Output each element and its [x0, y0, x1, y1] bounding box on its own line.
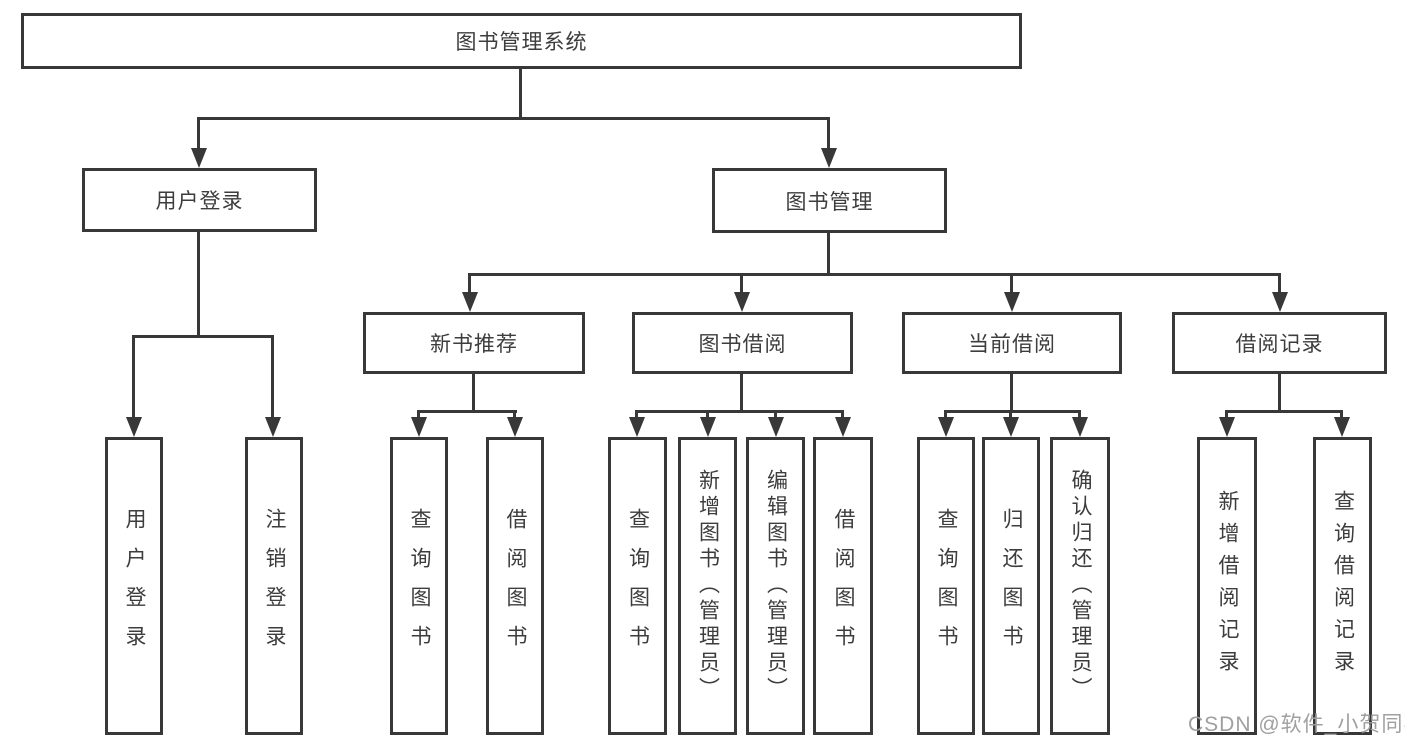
- arrow-down-icon: [1072, 417, 1088, 437]
- connector-line: [635, 410, 844, 413]
- node-label: 确认归还（管理员）: [1069, 469, 1092, 703]
- leaf-user-login: 用户登录: [105, 437, 163, 735]
- connector-line: [1225, 410, 1228, 419]
- node-user-login: 用户登录: [82, 168, 317, 232]
- connector-line: [740, 273, 743, 294]
- node-label: 用户登录: [155, 190, 244, 213]
- leaf-query-book: 查询图书: [608, 437, 667, 735]
- node-book-borrow: 图书借阅: [632, 312, 853, 374]
- connector-line: [417, 410, 420, 419]
- leaf-add-borrow-record: 新增借阅记录: [1197, 437, 1257, 735]
- connector-line: [706, 410, 709, 419]
- connector-line: [417, 410, 517, 413]
- arrow-down-icon: [462, 292, 478, 312]
- leaf-add-book-admin: 新增图书（管理员）: [678, 437, 737, 735]
- arrow-down-icon: [835, 417, 851, 437]
- node-label: 查询图书: [626, 508, 650, 664]
- connector-line: [774, 410, 777, 419]
- node-label: 查询图书: [408, 508, 431, 664]
- connector-line: [472, 374, 475, 410]
- node-label: 新增图书（管理员）: [696, 469, 720, 703]
- connector-line: [132, 335, 135, 419]
- arrow-down-icon: [126, 417, 142, 437]
- arrow-down-icon: [700, 417, 716, 437]
- leaf-logout: 注销登录: [245, 437, 303, 735]
- node-label: 编辑图书（管理员）: [764, 469, 788, 703]
- leaf-borrow-book: 借阅图书: [813, 437, 873, 735]
- arrow-down-icon: [265, 417, 281, 437]
- node-label: 新书推荐: [430, 333, 518, 356]
- arrow-down-icon: [938, 417, 954, 437]
- arrow-down-icon: [629, 417, 645, 437]
- connector-line: [1340, 410, 1343, 419]
- arrow-down-icon: [1334, 417, 1350, 437]
- connector-line: [197, 232, 200, 335]
- connector-line: [271, 335, 274, 419]
- connector-line: [468, 273, 471, 294]
- connector-line: [197, 117, 200, 150]
- node-label: 查询图书: [935, 508, 958, 664]
- arrow-down-icon: [768, 417, 784, 437]
- node-new-book-recommend: 新书推荐: [363, 312, 585, 374]
- node-borrow-record: 借阅记录: [1172, 312, 1387, 374]
- connector-line: [1278, 374, 1281, 410]
- connector-line: [635, 410, 638, 419]
- arrow-down-icon: [1219, 417, 1235, 437]
- connector-line: [740, 374, 743, 410]
- node-label: 图书管理: [785, 190, 874, 214]
- connector-line: [1078, 410, 1081, 419]
- csdn-watermark: CSDN @软件_小贺同学: [1188, 713, 1405, 736]
- arrow-down-icon: [734, 292, 750, 312]
- node-label: 借阅图书: [504, 508, 527, 664]
- arrow-down-icon: [1003, 417, 1019, 437]
- connector-line: [1278, 273, 1281, 294]
- connector-line: [513, 410, 516, 419]
- node-library-system: 图书管理系统: [21, 13, 1022, 69]
- node-label: 查询借阅记录: [1331, 490, 1355, 682]
- connector-line: [519, 69, 522, 117]
- connector-line: [132, 335, 274, 338]
- node-label: 归还图书: [1000, 508, 1023, 664]
- connector-line: [197, 117, 830, 120]
- connector-line: [1225, 410, 1343, 413]
- connector-line: [468, 273, 1281, 276]
- arrow-down-icon: [191, 148, 207, 168]
- node-label: 图书管理系统: [455, 31, 588, 54]
- connector-line: [841, 410, 844, 419]
- arrow-down-icon: [411, 417, 427, 437]
- leaf-query-book-recommend: 查询图书: [390, 437, 448, 735]
- leaf-confirm-return-admin: 确认归还（管理员）: [1050, 437, 1110, 735]
- leaf-return-book: 归还图书: [982, 437, 1040, 735]
- arrow-down-icon: [1272, 292, 1288, 312]
- leaf-query-borrow-record: 查询借阅记录: [1313, 437, 1372, 735]
- node-label: 借阅记录: [1235, 333, 1324, 356]
- connector-line: [1009, 410, 1012, 419]
- node-label: 借阅图书: [832, 508, 855, 664]
- connector-line: [944, 410, 947, 419]
- connector-line: [944, 410, 1081, 413]
- node-book-management: 图书管理: [712, 168, 947, 233]
- connector-line: [1010, 273, 1013, 294]
- node-label: 用户登录: [123, 508, 146, 664]
- node-label: 新增借阅记录: [1216, 490, 1239, 682]
- node-label: 当前借阅: [968, 333, 1056, 356]
- connector-line: [1010, 374, 1013, 410]
- arrow-down-icon: [821, 148, 837, 168]
- connector-line: [827, 117, 830, 150]
- node-label: 注销登录: [263, 508, 286, 664]
- leaf-borrow-book-recommend: 借阅图书: [486, 437, 544, 735]
- node-label: 图书借阅: [698, 333, 787, 356]
- leaf-query-current: 查询图书: [917, 437, 975, 735]
- leaf-edit-book-admin: 编辑图书（管理员）: [746, 437, 805, 735]
- arrow-down-icon: [507, 417, 523, 437]
- node-current-borrow: 当前借阅: [902, 312, 1122, 374]
- arrow-down-icon: [1004, 292, 1020, 312]
- connector-line: [827, 233, 830, 273]
